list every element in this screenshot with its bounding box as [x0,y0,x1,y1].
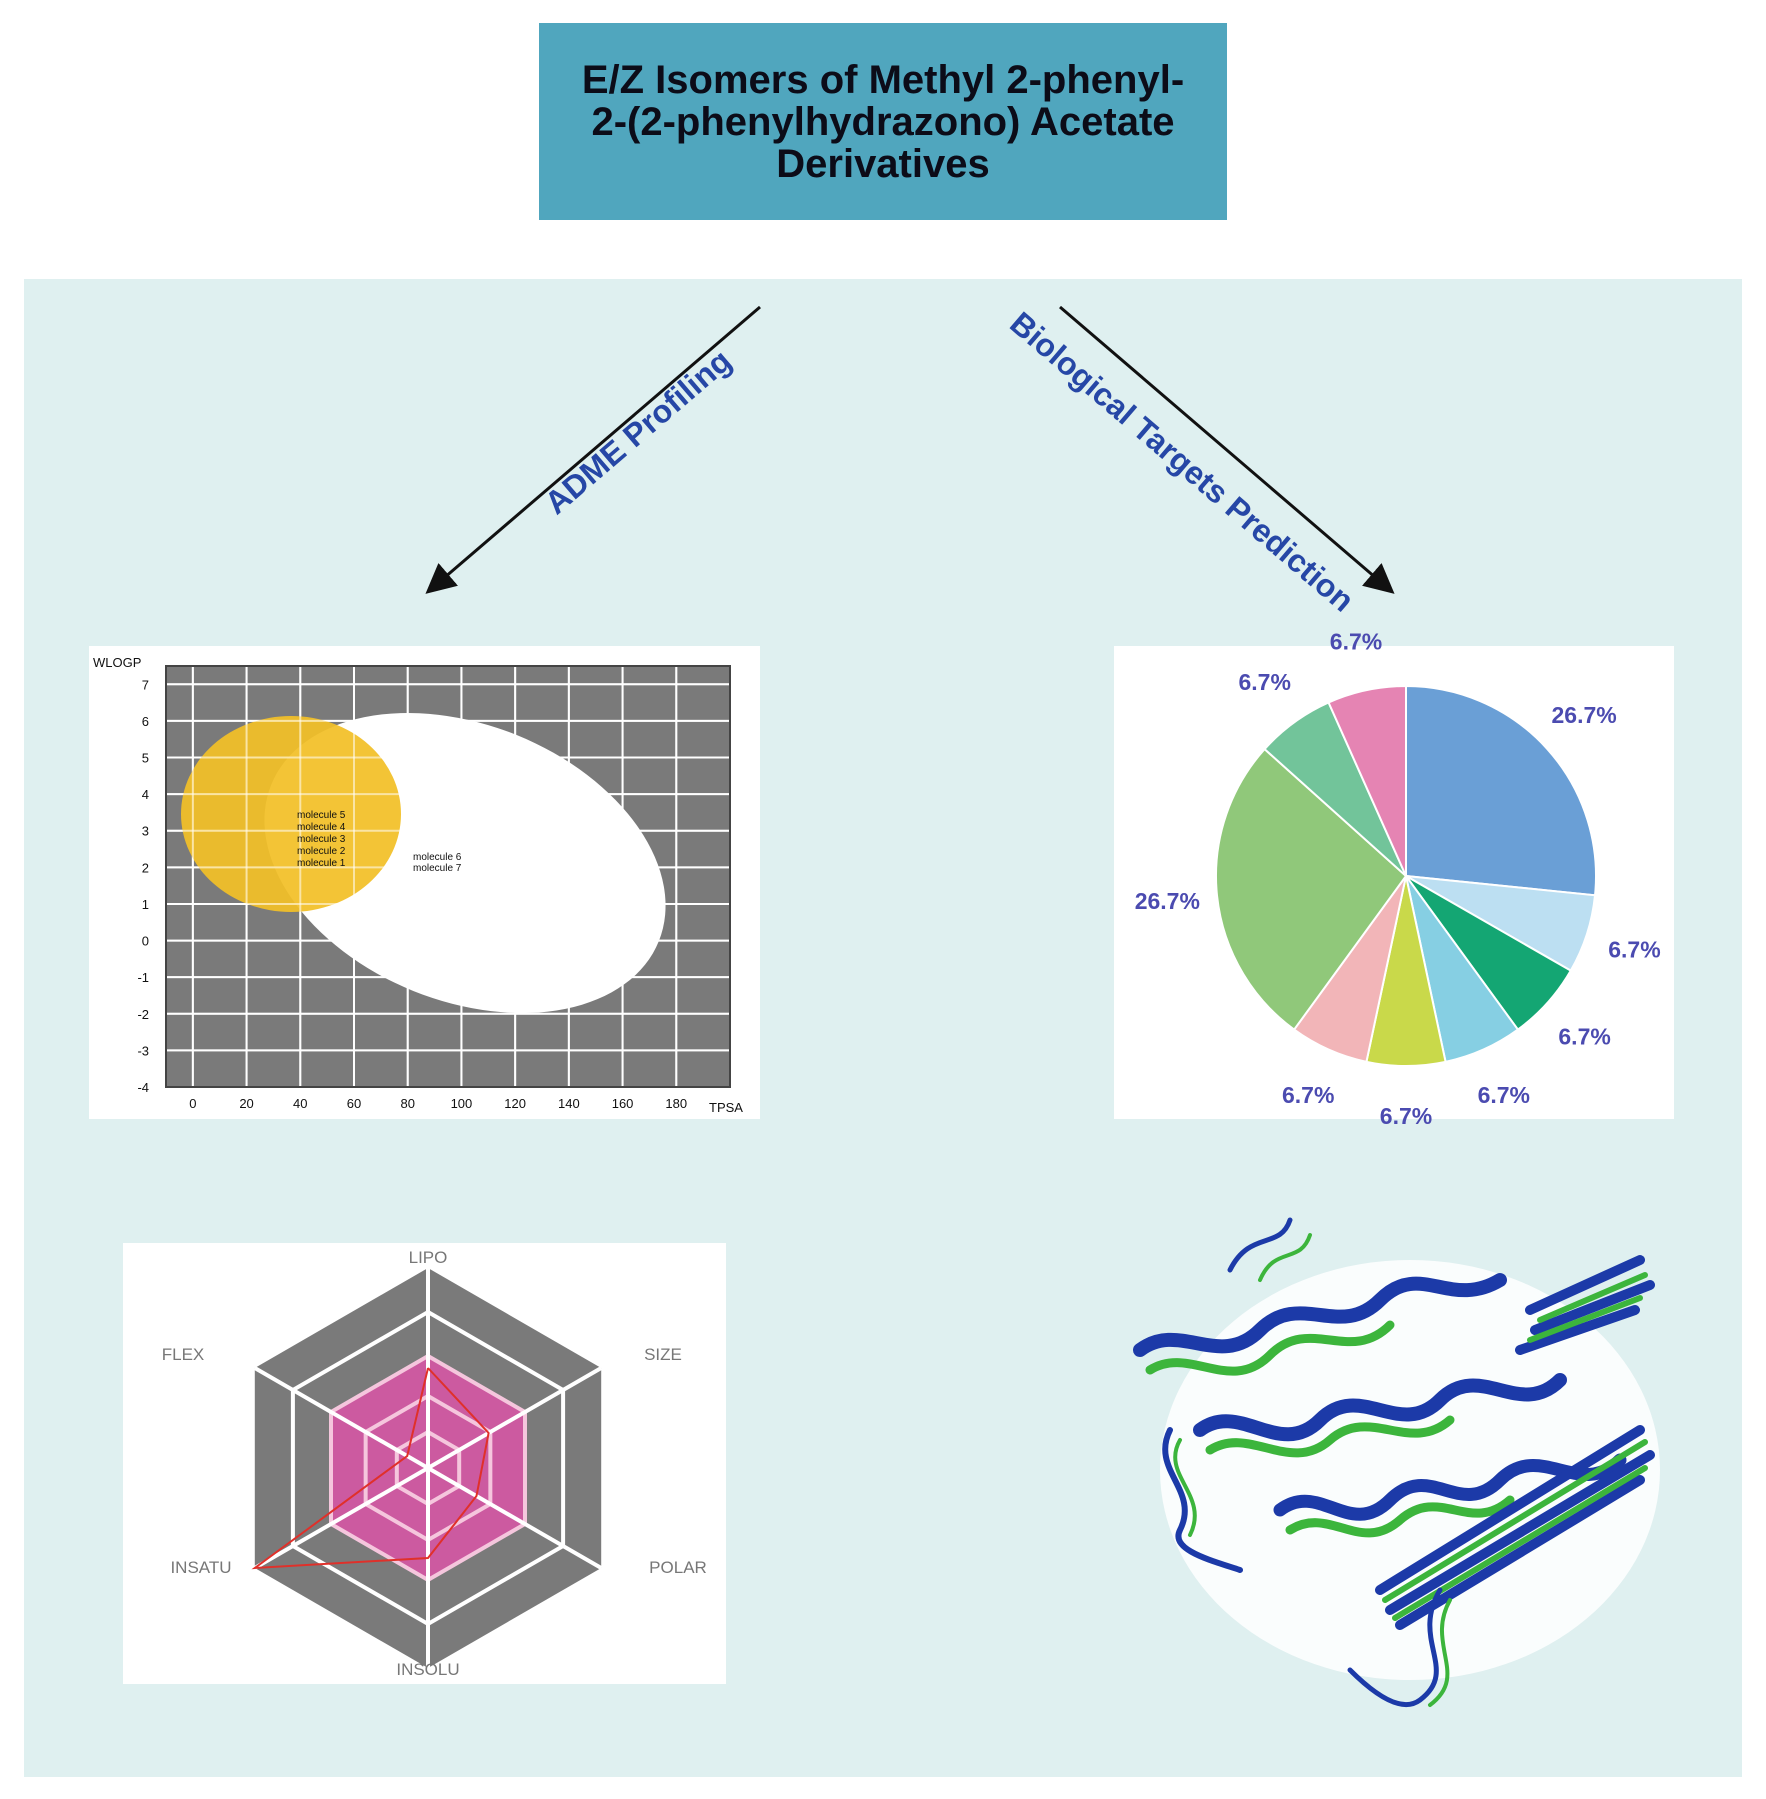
radar-axis-label: INSOLU [396,1660,459,1679]
protein-ribbon [1133,1217,1660,1708]
grid-overlay [166,666,730,1087]
molecule-label: molecule 1 [297,858,346,869]
y-tick-label: -4 [137,1080,149,1095]
radar-axis-labels: LIPO SIZE POLAR INSOLU INSATU FLEX [162,1248,707,1679]
y-tick-label: 7 [142,677,149,692]
x-tick-labels: 0 20 40 60 80 100 120 140 160 180 [189,1096,687,1111]
x-tick-label: 60 [347,1096,361,1111]
biological-targets-label: Biological Targets Prediction [1003,305,1361,619]
x-tick-label: 0 [189,1096,196,1111]
y-tick-label: 3 [142,824,149,839]
x-tick-label: 120 [504,1096,526,1111]
title-box: E/Z Isomers of Methyl 2-phenyl-2-(2-phen… [539,23,1227,220]
x-tick-label: 40 [293,1096,307,1111]
y-tick-label: -3 [137,1043,149,1058]
radar-spoke [426,1366,603,1470]
pie-slice-label: 26.7% [1552,702,1617,728]
pie-slice-label: 6.7% [1330,628,1382,654]
boiled-egg-chart: 0 20 40 60 80 100 120 140 160 180 7 6 5 4 3 2 1 0 -1 -2 -3 -… [93,655,743,1115]
y-tick-label: -2 [137,1007,149,1022]
pie-chart-card: 26.7% 6.7% 6.7% 6.7% 6.7% 6.7% 26.7% 6.7% 6.7% [1114,628,1674,1129]
molecule-label: molecule 2 [297,846,346,857]
radar-chart: LIPO SIZE POLAR INSOLU INSATU FLEX [162,1248,707,1679]
radar-axis-label: SIZE [644,1345,682,1364]
y-tick-label: 2 [142,860,149,875]
title-text: E/Z Isomers of Methyl 2-phenyl-2-(2-phen… [581,57,1185,186]
right-arrow [1059,305,1395,594]
radar-axis-label: LIPO [409,1248,448,1267]
y-tick-labels: 7 6 5 4 3 2 1 0 -1 -2 -3 -4 [137,677,149,1095]
molecule-label: molecule 7 [413,863,462,874]
x-tick-label: 80 [400,1096,414,1111]
protein-structure-image [1080,1170,1720,1730]
pie-slice-label: 6.7% [1380,1103,1432,1129]
molecule-label: molecule 3 [297,834,346,845]
x-axis-label: TPSA [709,1100,743,1115]
radar-axis-label: INSATU [170,1558,231,1577]
pie-slice-label: 6.7% [1478,1082,1530,1108]
pie-slice-label: 26.7% [1135,888,1200,914]
pie-slice [1327,684,1407,877]
pie-slice-label: 6.7% [1238,669,1290,695]
radar-profile-line [251,1367,490,1570]
x-tick-label: 20 [239,1096,253,1111]
y-tick-label: -1 [137,970,149,985]
pie-slice [1215,747,1408,1031]
radar-spoke [253,1466,430,1570]
adme-profiling-label: ADME Profiling [538,342,738,521]
molecule-label: molecule 5 [297,810,346,821]
molecule-label: molecule 4 [297,822,346,833]
radar-axis-label: POLAR [649,1558,707,1577]
pie-slice-label: 6.7% [1608,937,1660,963]
y-tick-label: 4 [142,787,149,802]
pie-labels: 26.7% 6.7% 6.7% 6.7% 6.7% 6.7% 26.7% 6.7% 6.7% [1135,628,1661,1129]
y-tick-label: 1 [142,897,149,912]
x-tick-label: 160 [612,1096,634,1111]
y-tick-label: 0 [142,934,149,949]
radar-spoke [426,1466,603,1570]
pie-chart: 26.7% 6.7% 6.7% 6.7% 6.7% 6.7% 26.7% 6.7% 6.7% [1135,628,1661,1129]
boiled-egg-card: 0 20 40 60 80 100 120 140 160 180 7 6 5 4 3 2 1 0 -1 -2 -3 -… [89,646,760,1119]
x-tick-label: 100 [451,1096,473,1111]
pie-slice-label: 6.7% [1282,1082,1334,1108]
y-axis-label: WLOGP [93,655,141,670]
x-tick-label: 140 [558,1096,580,1111]
pie-slice-label: 6.7% [1558,1023,1610,1049]
plot-frame [165,665,731,1088]
x-tick-label: 180 [665,1096,687,1111]
left-arrow [425,305,761,594]
pie-slice [1405,684,1597,897]
radar-card: LIPO SIZE POLAR INSOLU INSATU FLEX [123,1243,726,1684]
egg-yolk [181,716,401,912]
pie-slices [1215,684,1597,1067]
y-tick-label: 5 [142,751,149,766]
y-tick-label: 6 [142,714,149,729]
radar-spoke [253,1366,430,1470]
molecule-label: molecule 6 [413,852,462,863]
radar-axis-label: FLEX [162,1345,205,1364]
